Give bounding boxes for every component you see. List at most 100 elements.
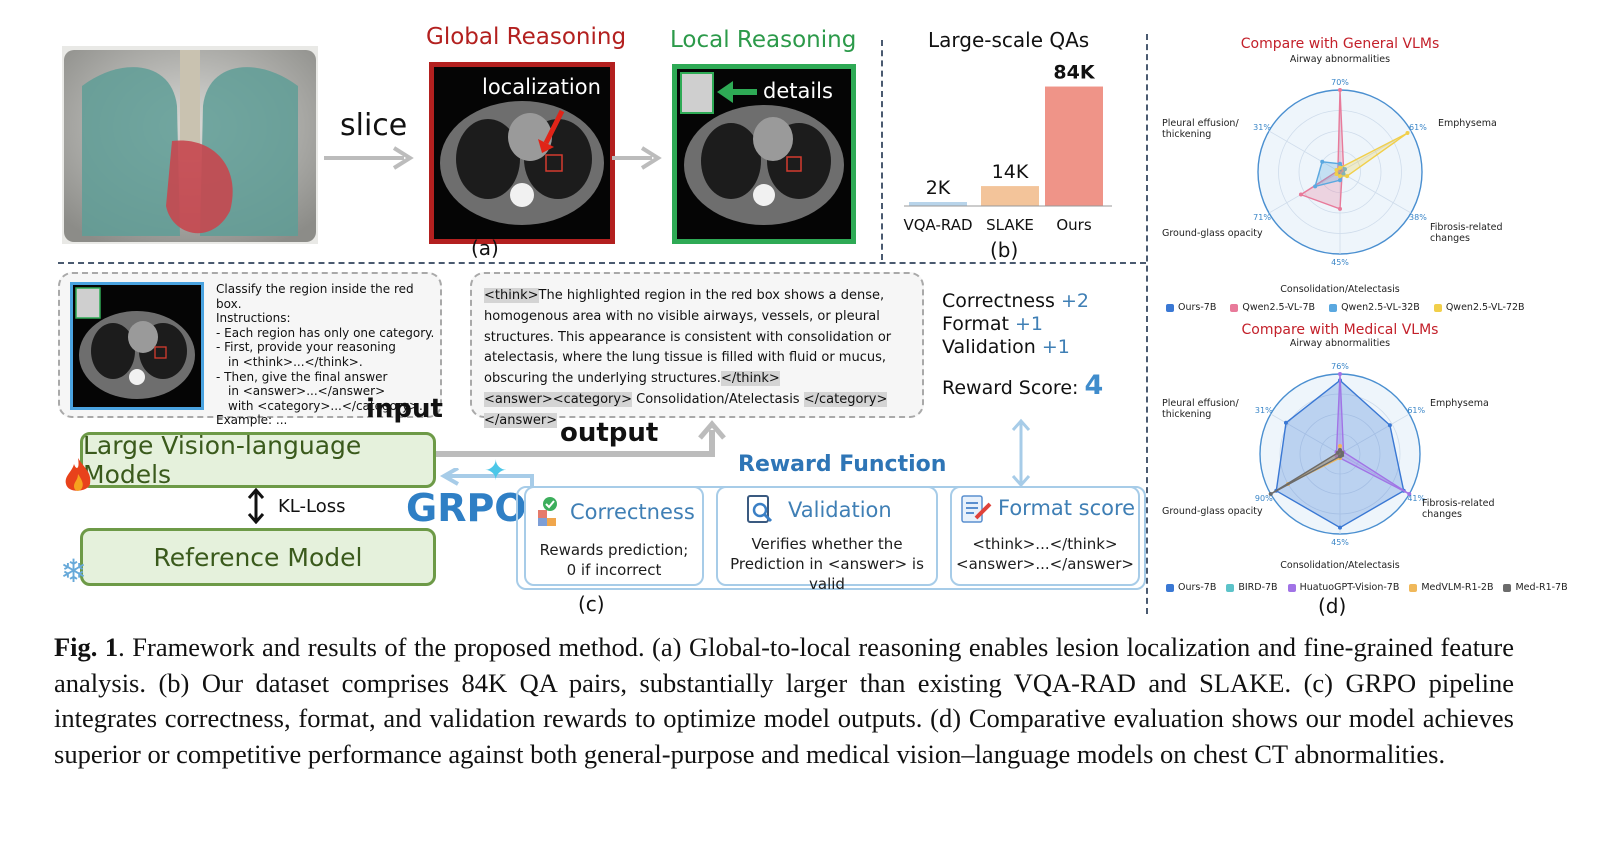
radar-point: [1313, 184, 1318, 189]
legend-item: Qwen2.5-VL-32B: [1329, 302, 1420, 313]
radar-axis-label: Consolidation/Atelectasis: [1280, 560, 1400, 571]
local-reasoning-title: Local Reasoning: [670, 27, 857, 53]
sparkle-icon: ✦: [484, 454, 508, 487]
prompt-line: Classify the region inside the red box.: [216, 282, 414, 311]
score-format: Format +1: [942, 313, 1044, 335]
reward-desc: Verifies whether the Prediction in <answ…: [730, 535, 924, 593]
panel-b-title: Large-scale QAs: [928, 28, 1090, 52]
radar-point: [1407, 492, 1412, 496]
green-arrow-icon: [717, 81, 757, 103]
reward-card-format: Format score <think>...</think> <answer>…: [950, 486, 1140, 586]
radar-max-label: 41%: [1407, 494, 1425, 503]
radar-point: [1338, 525, 1342, 530]
radar-point: [1338, 174, 1342, 179]
legend-swatch: [1166, 583, 1174, 592]
caption-label: Fig. 1: [54, 632, 119, 662]
legend-item: MedVLM-R1-2B: [1409, 582, 1493, 593]
radar-axis-label: Emphysema: [1438, 118, 1497, 129]
legend-label: Ours-7B: [1178, 582, 1217, 593]
radar-axis-label: changes: [1422, 509, 1462, 520]
legend-label: BIRD-7B: [1238, 582, 1278, 593]
legend-swatch: [1166, 303, 1174, 312]
radar-max-label: 31%: [1253, 123, 1271, 132]
output-arrow-icon: [434, 420, 726, 457]
think-close-tag: </think>: [720, 371, 780, 387]
prompt-line: Instructions:: [216, 311, 291, 326]
panel-b-label: (b): [990, 238, 1019, 262]
radar-point: [1338, 178, 1342, 183]
legend-item: BIRD-7B: [1226, 582, 1278, 593]
document-pen-icon: [960, 494, 992, 524]
radar-axis-label: thickening: [1162, 129, 1211, 140]
score-correctness: Correctness +2: [942, 290, 1089, 312]
radar-point: [1338, 372, 1342, 376]
prompt-line: - First, provide your reasoning: [216, 340, 396, 355]
global-reasoning-title: Global Reasoning: [426, 24, 627, 50]
think-open-tag: <think>: [484, 288, 539, 303]
radar-title: Compare with Medical VLMs: [1242, 322, 1439, 338]
radar-axis-label: Airway abnormalities: [1290, 338, 1390, 349]
local-reasoning-ct: details: [672, 64, 856, 244]
radar-max-label: 76%: [1331, 362, 1349, 371]
legend-label: Qwen2.5-VL-72B: [1445, 302, 1525, 313]
horizontal-divider: [58, 262, 1146, 264]
legend-item: Qwen2.5-VL-7B: [1230, 302, 1315, 313]
legend-label: Qwen2.5-VL-32B: [1341, 302, 1420, 313]
score-list: Correctness +2 Format +1 Validation +1: [942, 290, 1089, 359]
radar-max-label: 45%: [1331, 258, 1349, 267]
radar-point: [1334, 172, 1339, 177]
reward-card-correctness: Correctness Rewards prediction; 0 if inc…: [524, 486, 704, 586]
answer-open-tag: <answer><category>: [484, 391, 632, 407]
legend-swatch: [1329, 303, 1338, 312]
radar-max-label: 45%: [1331, 538, 1349, 547]
radar-point: [1338, 444, 1342, 448]
localization-label: localization: [482, 75, 601, 99]
figure-caption: Fig. 1. Framework and results of the pro…: [54, 630, 1514, 772]
reward-score: Reward Score: 4: [942, 370, 1104, 401]
reward-desc: <think>...</think> <answer>...</answer>: [956, 535, 1134, 573]
legend-swatch: [1433, 303, 1442, 312]
radar-axis-label: Ground-glass opacity: [1162, 228, 1263, 239]
radar-point: [1387, 423, 1392, 428]
score-validation: Validation +1: [942, 336, 1070, 358]
category-label: SLAKE: [986, 216, 1034, 234]
radar-point: [1338, 161, 1342, 166]
legend-item: Qwen2.5-VL-72B: [1433, 302, 1525, 313]
prompt-line: - Each region has only one category.: [216, 325, 435, 340]
legend-label: MedVLM-R1-2B: [1421, 582, 1494, 593]
lvlm-label: Large Vision-language Models: [83, 431, 362, 489]
bar: [981, 186, 1039, 206]
radar-axis-label: Airway abnormalities: [1290, 54, 1390, 65]
prompt-line: with <category>...</category>.: [228, 398, 423, 413]
output-reasoning: The highlighted region in the red box sh…: [484, 288, 892, 387]
bar-value-label: 84K: [1053, 62, 1095, 84]
reward-title: Format score: [998, 496, 1136, 520]
radar-max-label: 31%: [1255, 406, 1273, 415]
right-arrow-icon: [324, 146, 414, 170]
legend-label: Qwen2.5-VL-7B: [1242, 302, 1316, 313]
radar-axis-label: thickening: [1162, 409, 1211, 420]
prompt-line: in <think>...</think>.: [228, 354, 363, 369]
updown-arrow-icon: [247, 488, 265, 524]
output-answer: Consolidation/Atelectasis: [636, 391, 800, 407]
reference-model-box: Reference Model: [80, 528, 436, 586]
lvlm-box: Large Vision-language Models: [80, 431, 436, 489]
radar-point: [1338, 206, 1342, 211]
radar-axis-label: changes: [1430, 233, 1470, 244]
radar-point: [1338, 454, 1342, 459]
legend-label: Med-R1-7B: [1515, 582, 1568, 593]
legend-label: Ours-7B: [1178, 302, 1217, 313]
grpo-label: GRPO: [406, 486, 527, 530]
radar-point: [1335, 450, 1340, 455]
reward-title: Validation: [788, 498, 892, 522]
details-label: details: [763, 79, 833, 103]
correctness-icon: [536, 496, 560, 526]
panel-a-label: (a): [471, 236, 499, 260]
bar: [1045, 86, 1103, 206]
bar-value-label: 14K: [992, 161, 1029, 183]
category-label: VQA-RAD: [903, 216, 972, 234]
radar-point: [1283, 420, 1288, 425]
radar-point: [1268, 492, 1273, 496]
bar-value-label: 2K: [926, 177, 951, 199]
